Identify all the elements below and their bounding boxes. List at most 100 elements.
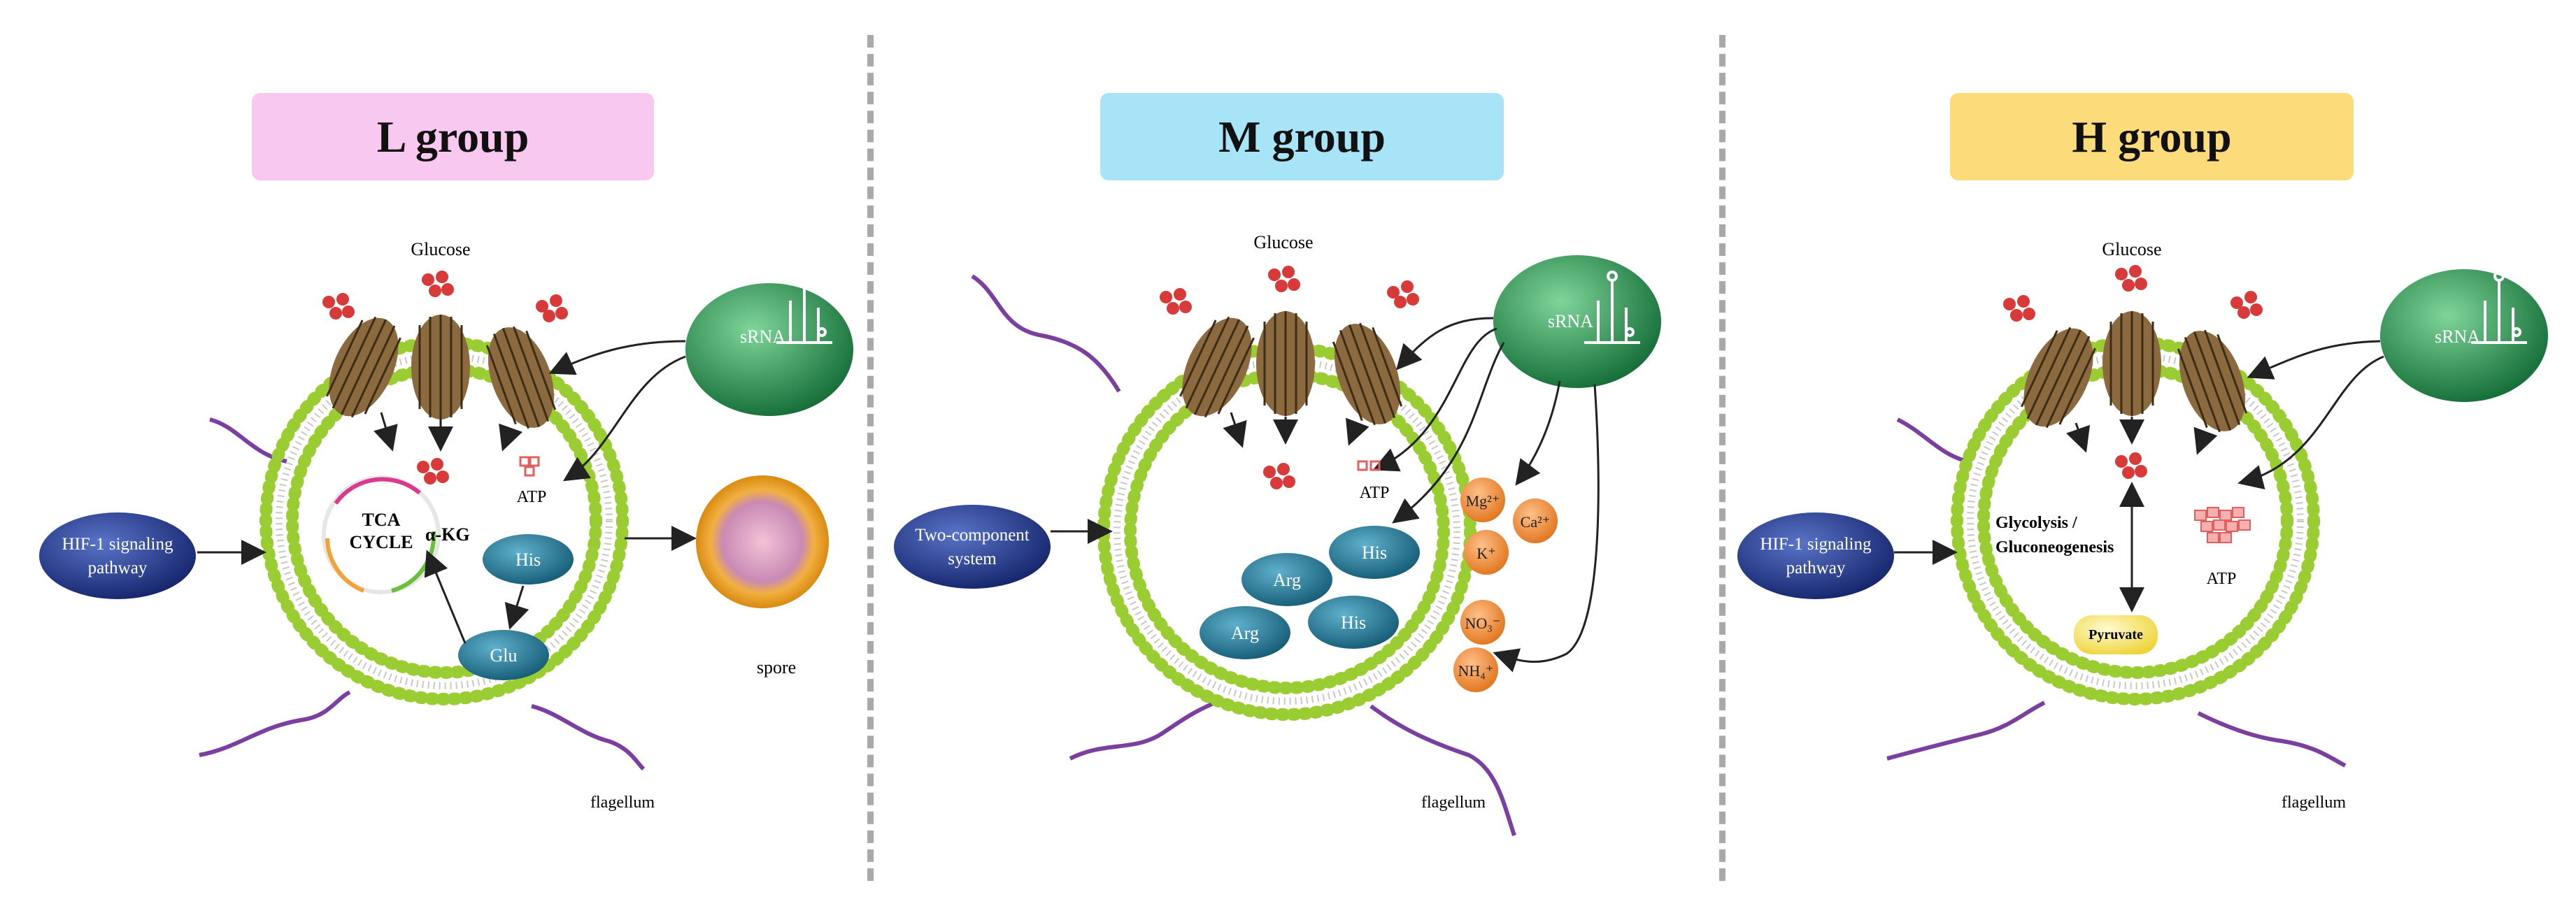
pyruvate-node xyxy=(2074,615,2158,654)
transporter xyxy=(1256,311,1315,416)
amino-acid-his xyxy=(1308,596,1399,649)
ion-label: Ca²⁺ xyxy=(1521,513,1551,531)
spore-label: spore xyxy=(757,657,796,677)
glycolysis-label-line2: Gluconeogenesis xyxy=(1995,538,2114,557)
transporter xyxy=(2177,329,2248,433)
panel-h-group: H group Glucose xyxy=(1723,0,2576,897)
pathway-node xyxy=(39,512,196,599)
l-group-diagram: Glucose sRNA ATP TCA CYCLE α-K xyxy=(39,239,853,812)
glucose-icon xyxy=(2115,265,2147,292)
h-group-title: H group xyxy=(1950,93,2354,180)
glucose-icon xyxy=(1263,463,1295,489)
glucose-icon xyxy=(536,294,568,322)
his-label: His xyxy=(515,550,541,570)
atp-icon xyxy=(519,456,540,477)
glucose-icon xyxy=(2115,452,2147,479)
flagellum xyxy=(2197,711,2347,768)
ion-label: NH₄⁺ xyxy=(1458,662,1493,680)
amino-acid-label: His xyxy=(1341,612,1366,633)
atp-label: ATP xyxy=(2207,570,2237,588)
glucose-label: Glucose xyxy=(2102,239,2161,259)
atp-label: ATP xyxy=(517,488,547,506)
flagellum xyxy=(971,274,1121,393)
transporter xyxy=(1332,322,1403,426)
glucose-icon xyxy=(2003,295,2035,322)
pathway-label-line1: HIF-1 signaling xyxy=(62,535,173,554)
amino-acid-label: Arg xyxy=(1231,623,1259,643)
pathway-label-line2: system xyxy=(948,550,997,568)
srna-label: sRNA xyxy=(1548,311,1593,331)
pathway-node xyxy=(1737,512,1894,599)
ion xyxy=(1453,647,1498,692)
transporter xyxy=(2021,326,2096,429)
h-group-diagram: Glucose sRNA ATP Glycolysis / Glucone xyxy=(1737,239,2548,812)
flagellum xyxy=(1369,704,1516,836)
panel-m-group: M group Glucose xyxy=(867,0,1721,897)
srna-structure-icon xyxy=(2471,271,2527,344)
amino-acid-his xyxy=(1329,526,1420,579)
srna-structure-icon xyxy=(776,271,832,344)
ion xyxy=(1460,478,1505,522)
srna-node xyxy=(1493,255,1661,388)
flagellum xyxy=(1069,697,1225,761)
transporter xyxy=(411,315,470,419)
atp-icon xyxy=(1357,460,1381,471)
pathway-label-line2: pathway xyxy=(1786,559,1846,577)
transporter xyxy=(2102,311,2161,416)
glucose-icon xyxy=(1387,280,1419,308)
ion xyxy=(1460,600,1505,645)
tca-label-line2: CYCLE xyxy=(349,532,413,552)
ion xyxy=(1513,498,1558,543)
ion-label: K⁺ xyxy=(1476,545,1496,562)
glucose-icon xyxy=(422,271,454,297)
panel-divider xyxy=(1719,35,1725,881)
m-group-title: M group xyxy=(1100,93,1504,180)
pathway-label-line2: pathway xyxy=(88,559,148,577)
akg-label: α-KG xyxy=(425,524,470,545)
glucose-icon xyxy=(322,293,355,320)
glycolysis-label-line1: Glycolysis / xyxy=(1995,514,2077,532)
glucose-label: Glucose xyxy=(1253,232,1313,252)
amino-acid-his xyxy=(483,534,574,584)
flagellum xyxy=(1886,701,2046,761)
pathway-node xyxy=(894,505,1051,589)
transporter xyxy=(326,316,401,418)
ion xyxy=(1464,530,1509,575)
amino-acid-label: Arg xyxy=(1273,570,1301,590)
atp-icon xyxy=(2194,507,2251,543)
m-group-diagram: Glucose sRNA ATP His Arg xyxy=(894,232,1661,836)
srna-node xyxy=(2380,269,2548,402)
amino-acid-label: His xyxy=(1362,543,1387,563)
ion-label: Mg²⁺ xyxy=(1466,492,1500,510)
l-group-title: L group xyxy=(252,93,654,180)
glucose-icon xyxy=(1268,266,1300,292)
flagellum xyxy=(199,690,351,757)
flagellum-label: flagellum xyxy=(1421,794,1486,812)
amino-acid-arg xyxy=(1241,553,1332,606)
srna-structure-icon xyxy=(1584,271,1640,344)
flagellum-label: flagellum xyxy=(590,794,655,812)
pyruvate-label: Pyruvate xyxy=(2088,627,2143,643)
panel-l-group: L group Glucose xyxy=(0,0,853,897)
glucose-label: Glucose xyxy=(411,239,470,259)
panel-divider xyxy=(867,35,874,881)
spore xyxy=(696,475,829,608)
glucose-icon xyxy=(2230,291,2263,319)
tca-label-line1: TCA xyxy=(362,510,401,530)
transporter xyxy=(485,326,557,429)
pathway-label-line1: Two-component xyxy=(915,526,1030,545)
transporter xyxy=(1179,316,1255,418)
glucose-icon xyxy=(1160,288,1192,315)
flagellum xyxy=(531,704,646,771)
ion-label: NO₃⁻ xyxy=(1465,615,1500,632)
srna-node xyxy=(685,283,853,416)
amino-acid-arg xyxy=(1200,606,1290,659)
atp-label: ATP xyxy=(1360,484,1390,502)
glucose-icon xyxy=(417,458,449,485)
pathway-label-line1: HIF-1 signaling xyxy=(1760,535,1872,554)
flagellum-label: flagellum xyxy=(2282,794,2346,812)
glu-label: Glu xyxy=(490,645,518,666)
amino-acid-glu xyxy=(458,630,549,680)
flagellum xyxy=(1896,417,1968,464)
